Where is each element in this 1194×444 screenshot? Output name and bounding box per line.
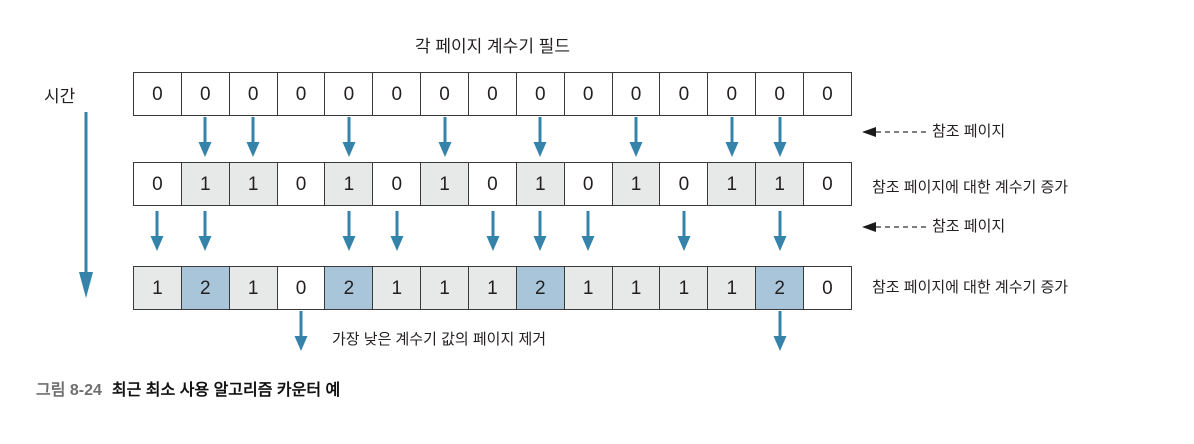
- note-counter-increase-1: 참조 페이지에 대한 계수기 증가: [872, 179, 1069, 196]
- counter-cell: 2: [516, 267, 565, 309]
- counter-cell: 0: [756, 73, 805, 115]
- counter-cell: 2: [325, 267, 374, 309]
- reference-down-arrow: [438, 117, 452, 157]
- counter-cell: 0: [804, 163, 851, 205]
- counter-cell: 0: [469, 163, 517, 205]
- reference-down-arrow: [533, 211, 547, 251]
- counter-cell: 1: [229, 163, 278, 205]
- reference-down-arrow: [390, 211, 404, 251]
- counter-cell: 1: [229, 267, 278, 309]
- counter-cell: 0: [325, 73, 374, 115]
- page-title: 각 페이지 계수기 필드: [415, 37, 570, 56]
- counter-cell: 0: [708, 73, 757, 115]
- reference-down-arrow: [150, 211, 164, 251]
- reference-down-arrow: [629, 117, 643, 157]
- counter-cell: 0: [660, 163, 709, 205]
- counter-cell: 0: [516, 73, 565, 115]
- figure-caption-text: 최근 최소 사용 알고리즘 카운터 예: [111, 382, 341, 399]
- counter-cell: 0: [373, 163, 422, 205]
- counter-cell: 0: [134, 73, 182, 115]
- counter-cell: 0: [612, 73, 661, 115]
- time-axis-arrow: [79, 112, 93, 298]
- reference-down-arrow: [342, 211, 356, 251]
- reference-down-arrow: [198, 211, 212, 251]
- counter-cell: 0: [804, 73, 851, 115]
- counter-cell: 1: [564, 267, 613, 309]
- reference-down-arrow: [773, 211, 787, 251]
- counter-cell: 0: [564, 163, 613, 205]
- reference-down-arrow: [677, 211, 691, 251]
- counter-cell: 1: [708, 267, 757, 309]
- counter-cell: 0: [804, 267, 851, 309]
- counter-cell: 1: [325, 163, 374, 205]
- arrow-band-references-pass-1: [133, 117, 852, 159]
- reference-down-arrow: [581, 211, 595, 251]
- counter-cell: 1: [421, 267, 470, 309]
- figure-caption-number: 그림 8-24: [36, 382, 102, 399]
- counter-cell: 1: [756, 163, 805, 205]
- time-axis-label: 시간: [44, 87, 76, 106]
- arrow-band-eviction-pointers: [133, 311, 852, 353]
- counter-cell: 0: [373, 73, 422, 115]
- counter-cell: 0: [181, 73, 230, 115]
- counter-cell: 1: [181, 163, 230, 205]
- counter-cell: 0: [469, 73, 517, 115]
- counter-cell: 1: [469, 267, 517, 309]
- counter-cell: 1: [373, 267, 422, 309]
- counter-cell: 2: [756, 267, 805, 309]
- counter-cell: 1: [421, 163, 470, 205]
- reference-down-arrow: [198, 117, 212, 157]
- note-evict-lowest-counter: 가장 낮은 계수기 값의 페이지 제거: [332, 331, 547, 348]
- dashed-callout-arrow-2: [862, 222, 928, 232]
- reference-down-arrow: [533, 117, 547, 157]
- counter-cell: 0: [229, 73, 278, 115]
- counter-cell: 0: [277, 163, 326, 205]
- note-reference-page-1: 참조 페이지: [932, 123, 1006, 140]
- reference-down-arrow: [246, 117, 260, 157]
- counter-cell: 0: [660, 73, 709, 115]
- counter-cell: 1: [516, 163, 565, 205]
- figure-caption: 그림 8-24 최근 최소 사용 알고리즘 카운터 예: [36, 380, 340, 402]
- note-reference-page-2: 참조 페이지: [932, 218, 1006, 235]
- counter-cell: 1: [708, 163, 757, 205]
- reference-down-arrow: [725, 117, 739, 157]
- note-counter-increase-2: 참조 페이지에 대한 계수기 증가: [872, 279, 1069, 296]
- dashed-callout-arrow-1: [862, 127, 928, 137]
- reference-down-arrow: [342, 117, 356, 157]
- counter-cell: 2: [181, 267, 230, 309]
- counter-cell: 0: [277, 267, 326, 309]
- counter-cell: 1: [612, 163, 661, 205]
- counter-cell: 0: [421, 73, 470, 115]
- counter-cell: 1: [134, 267, 182, 309]
- counter-cell: 0: [564, 73, 613, 115]
- reference-down-arrow: [773, 117, 787, 157]
- arrow-band-references-pass-2: [133, 211, 852, 253]
- reference-down-arrow: [486, 211, 499, 251]
- counter-cell: 1: [612, 267, 661, 309]
- counter-cell: 0: [277, 73, 326, 115]
- reference-down-arrow: [294, 311, 308, 351]
- counter-cell: 0: [134, 163, 182, 205]
- counter-cell: 1: [660, 267, 709, 309]
- reference-down-arrow: [773, 311, 787, 351]
